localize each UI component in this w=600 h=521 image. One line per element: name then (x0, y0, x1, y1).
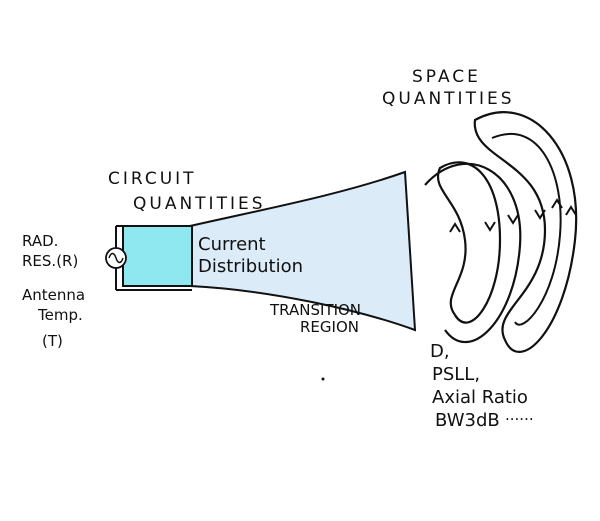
circuit-quantities-line2: QUANTITIES (133, 194, 266, 214)
space-quantities-line1: SPACE (412, 67, 481, 87)
horn-transition-shape (189, 170, 417, 332)
space-param-axial-ratio: Axial Ratio (432, 387, 528, 408)
antenna-temp-line1: Antenna (22, 286, 85, 304)
rad-res-line1: RAD. (22, 232, 58, 250)
wavefront-outer (473, 111, 578, 353)
wavefront-inner-2 (424, 162, 522, 344)
antenna-temp-line3: (T) (42, 332, 63, 350)
wave-arrow-marks (449, 198, 577, 233)
stray-dot (321, 377, 325, 381)
space-param-d: D, (430, 341, 450, 362)
space-quantities-line2: QUANTITIES (382, 89, 515, 109)
ac-source-icon (105, 247, 127, 269)
transition-region-line1: TRANSITION (269, 301, 361, 319)
current-distribution-line2: Distribution (198, 256, 303, 277)
transition-region-line2: REGION (300, 318, 359, 336)
feed-block (122, 225, 193, 287)
circuit-quantities-line1: CIRCUIT (108, 169, 197, 189)
wavefront-outer-2 (491, 132, 562, 326)
rad-res-line2: RES.(R) (22, 252, 78, 270)
wavefront-inner (437, 161, 502, 324)
space-param-bw3db: BW3dB (435, 410, 500, 431)
space-param-psll: PSLL, (432, 364, 480, 385)
antenna-temp-line2: Temp. (37, 306, 83, 324)
current-distribution-line1: Current (198, 234, 266, 255)
space-param-ellipsis: ...... (505, 406, 534, 424)
